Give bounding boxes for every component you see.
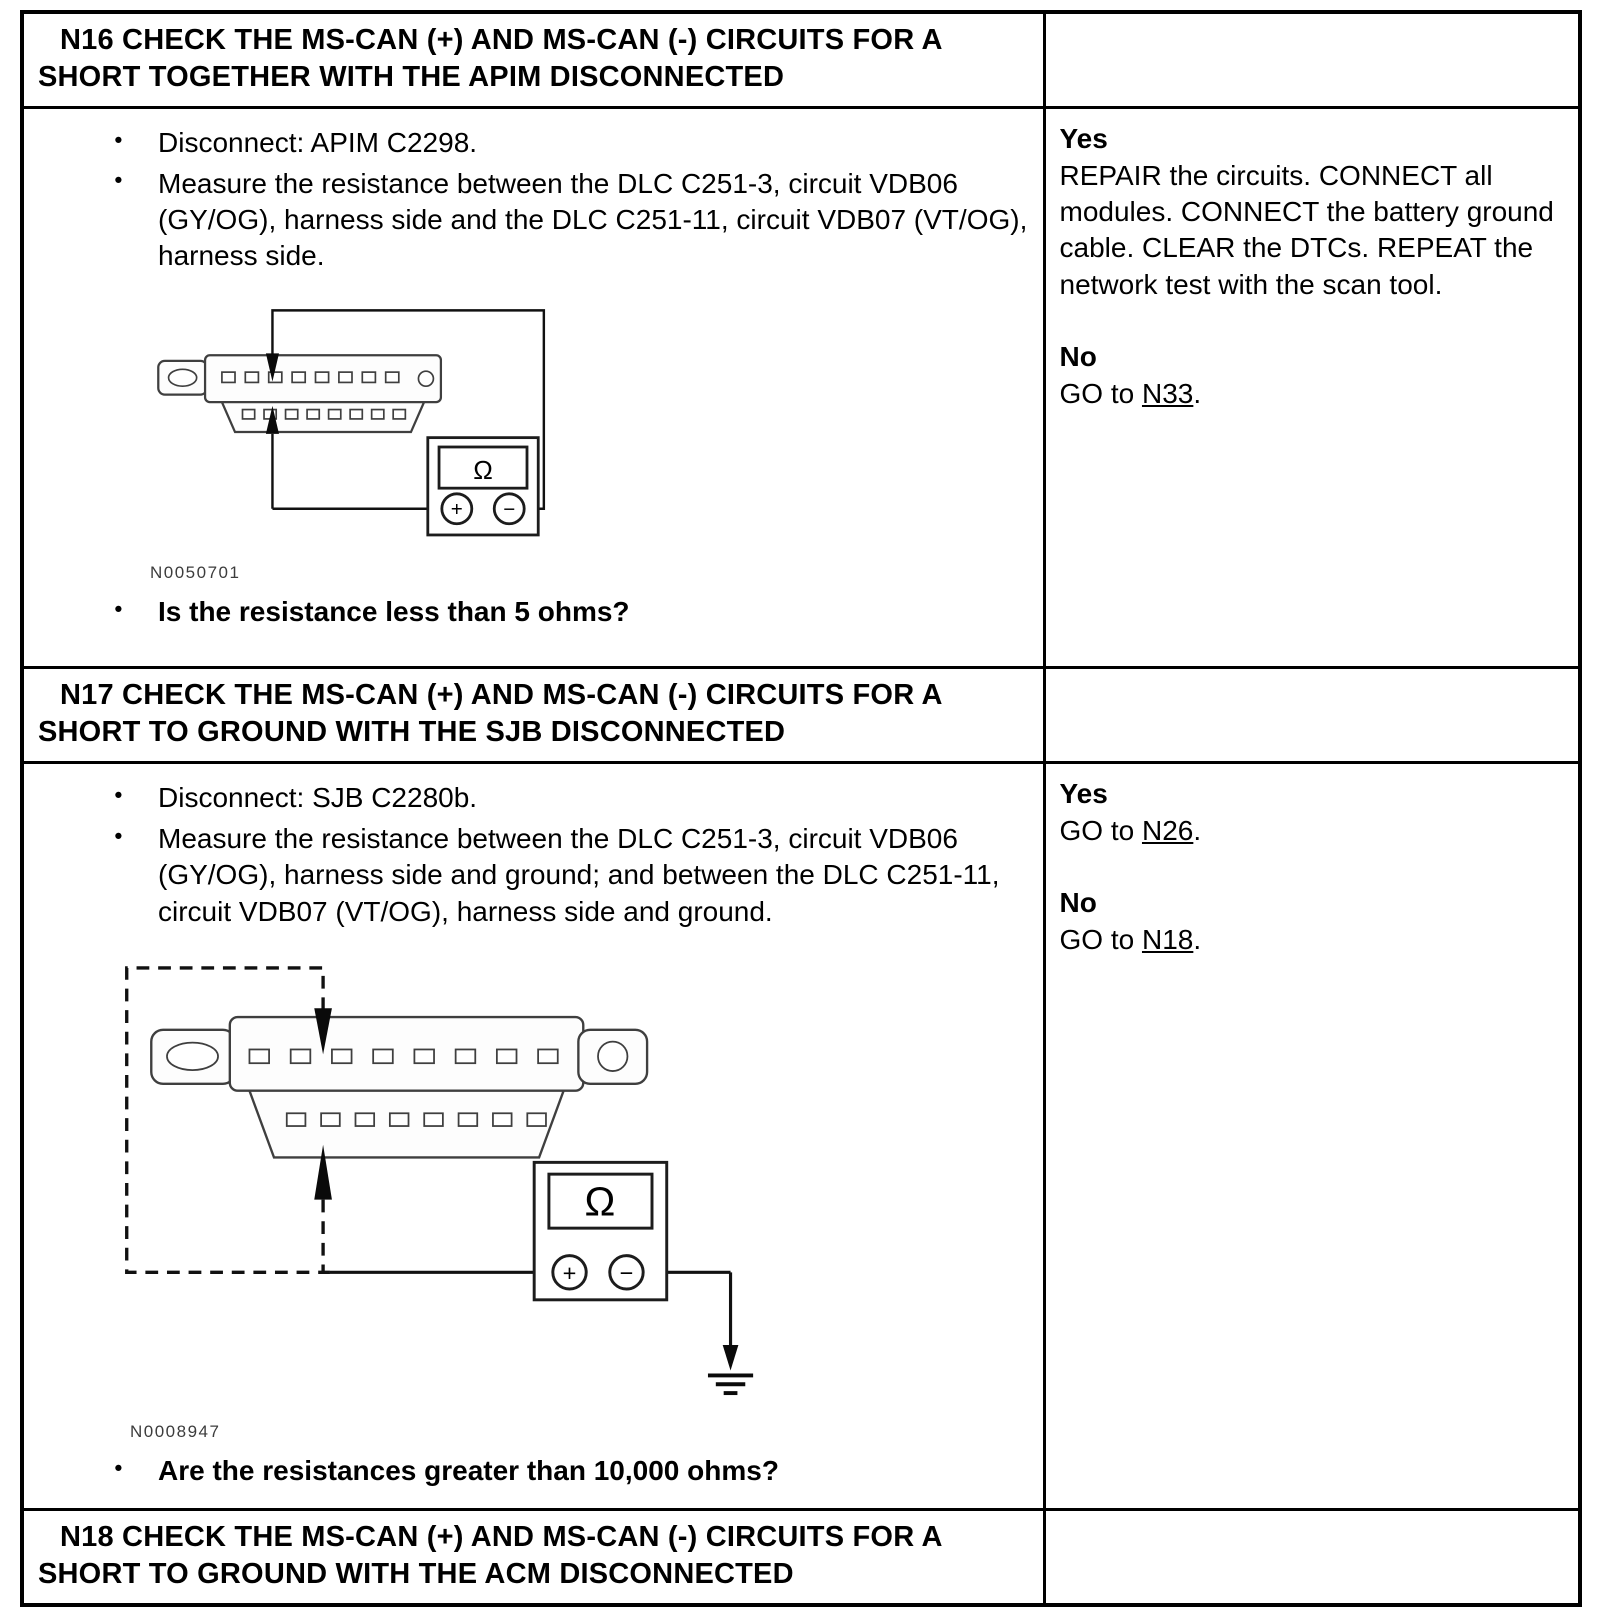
go-to-suffix: . <box>1193 814 1202 846</box>
figure-dlc-ohmmeter: Ω + − N0050701 <box>132 301 1031 584</box>
step-title-n18: N18 CHECK THE MS-CAN (+) AND MS-CAN (-) … <box>20 1507 1046 1607</box>
yes-action-text: GO to N26. <box>1060 813 1565 849</box>
probe-arrow-icon <box>314 1144 332 1200</box>
step-title-n16: N16 CHECK THE MS-CAN (+) AND MS-CAN (-) … <box>20 10 1046 110</box>
step-header-empty-cell <box>1042 10 1582 110</box>
ground-symbol-icon <box>707 1344 754 1396</box>
no-label: No <box>1059 887 1097 919</box>
figure-label: N0050701 <box>150 563 241 583</box>
probe-arrow-icon <box>265 405 280 434</box>
instruction-bullet: Disconnect: APIM C2298. <box>112 125 1031 161</box>
go-to-n26-link[interactable]: N26 <box>1141 814 1194 846</box>
step-title-n17: N17 CHECK THE MS-CAN (+) AND MS-CAN (-) … <box>20 666 1046 765</box>
step-instructions-n16: Disconnect: APIM C2298. Measure the resi… <box>20 106 1046 670</box>
go-to-prefix: GO to <box>1059 923 1142 955</box>
step-instructions-n17: Disconnect: SJB C2280b. Measure the resi… <box>20 761 1046 1511</box>
instruction-bullet: Disconnect: SJB C2280b. <box>112 780 1031 816</box>
no-action-text: GO to N33. <box>1060 376 1565 412</box>
go-to-suffix: . <box>1193 923 1202 955</box>
no-action-text: GO to N18. <box>1060 922 1565 958</box>
dlc-ohmmeter-diagram: Ω + − <box>157 308 546 537</box>
no-label: No <box>1059 341 1097 373</box>
question-list: Are the resistances greater than 10,000 … <box>52 1453 1031 1489</box>
instruction-bullet: Measure the resistance between the DLC C… <box>112 166 1031 275</box>
figure-label: N0008947 <box>130 1422 221 1442</box>
instruction-bullet: Measure the resistance between the DLC C… <box>112 821 1031 930</box>
dlc-connector <box>150 1015 649 1159</box>
go-to-n33-link[interactable]: N33 <box>1141 377 1194 409</box>
yes-label: Yes <box>1059 123 1108 155</box>
step-question: Are the resistances greater than 10,000 … <box>112 1453 1031 1489</box>
instruction-list: Disconnect: APIM C2298. Measure the resi… <box>52 125 1031 275</box>
ohm-symbol-icon: Ω <box>585 1178 616 1224</box>
go-to-n18-link[interactable]: N18 <box>1141 923 1194 955</box>
go-to-prefix: GO to <box>1059 814 1142 846</box>
yes-action-text: REPAIR the circuits. CONNECT all modules… <box>1059 159 1554 300</box>
dlc-connector <box>157 353 443 433</box>
dlc-ohmmeter-ground-diagram: Ω + − <box>125 966 754 1396</box>
dashed-harness-wire <box>125 966 330 1274</box>
pinpoint-test-table: N16 CHECK THE MS-CAN (+) AND MS-CAN (-) … <box>20 10 1582 1607</box>
minus-terminal-icon: − <box>620 1260 634 1286</box>
step-header-row-n18: N18 CHECK THE MS-CAN (+) AND MS-CAN (-) … <box>20 1507 1582 1607</box>
go-to-suffix: . <box>1193 377 1202 409</box>
plus-terminal-icon: + <box>563 1260 577 1286</box>
figure-dlc-ohmmeter-ground: Ω + − N00 <box>112 956 1031 1443</box>
step-header-row-n17: N17 CHECK THE MS-CAN (+) AND MS-CAN (-) … <box>20 666 1582 765</box>
ohmmeter: Ω + − <box>426 436 540 537</box>
ohm-symbol-icon: Ω <box>473 455 493 485</box>
step-header-empty-cell <box>1042 666 1582 765</box>
step-question: Is the resistance less than 5 ohms? <box>112 594 1031 630</box>
minus-terminal-icon: − <box>503 498 515 521</box>
step-header-empty-cell <box>1042 1507 1582 1607</box>
step-header-row-n16: N16 CHECK THE MS-CAN (+) AND MS-CAN (-) … <box>20 10 1582 110</box>
step-body-row-n17: Disconnect: SJB C2280b. Measure the resi… <box>20 761 1582 1511</box>
step-result-n16: Yes REPAIR the circuits. CONNECT all mod… <box>1042 106 1582 670</box>
ohmmeter: Ω + − <box>532 1160 669 1302</box>
step-result-n17: Yes GO to N26. No GO to N18. <box>1042 761 1582 1511</box>
go-to-prefix: GO to <box>1059 377 1142 409</box>
probe-arrow-icon <box>314 1008 332 1055</box>
plus-terminal-icon: + <box>451 498 463 521</box>
step-body-row-n16: Disconnect: APIM C2298. Measure the resi… <box>20 106 1582 670</box>
instruction-list: Disconnect: SJB C2280b. Measure the resi… <box>52 780 1031 930</box>
yes-label: Yes <box>1059 778 1108 810</box>
probe-arrow-icon <box>265 353 280 382</box>
question-list: Is the resistance less than 5 ohms? <box>52 594 1031 630</box>
